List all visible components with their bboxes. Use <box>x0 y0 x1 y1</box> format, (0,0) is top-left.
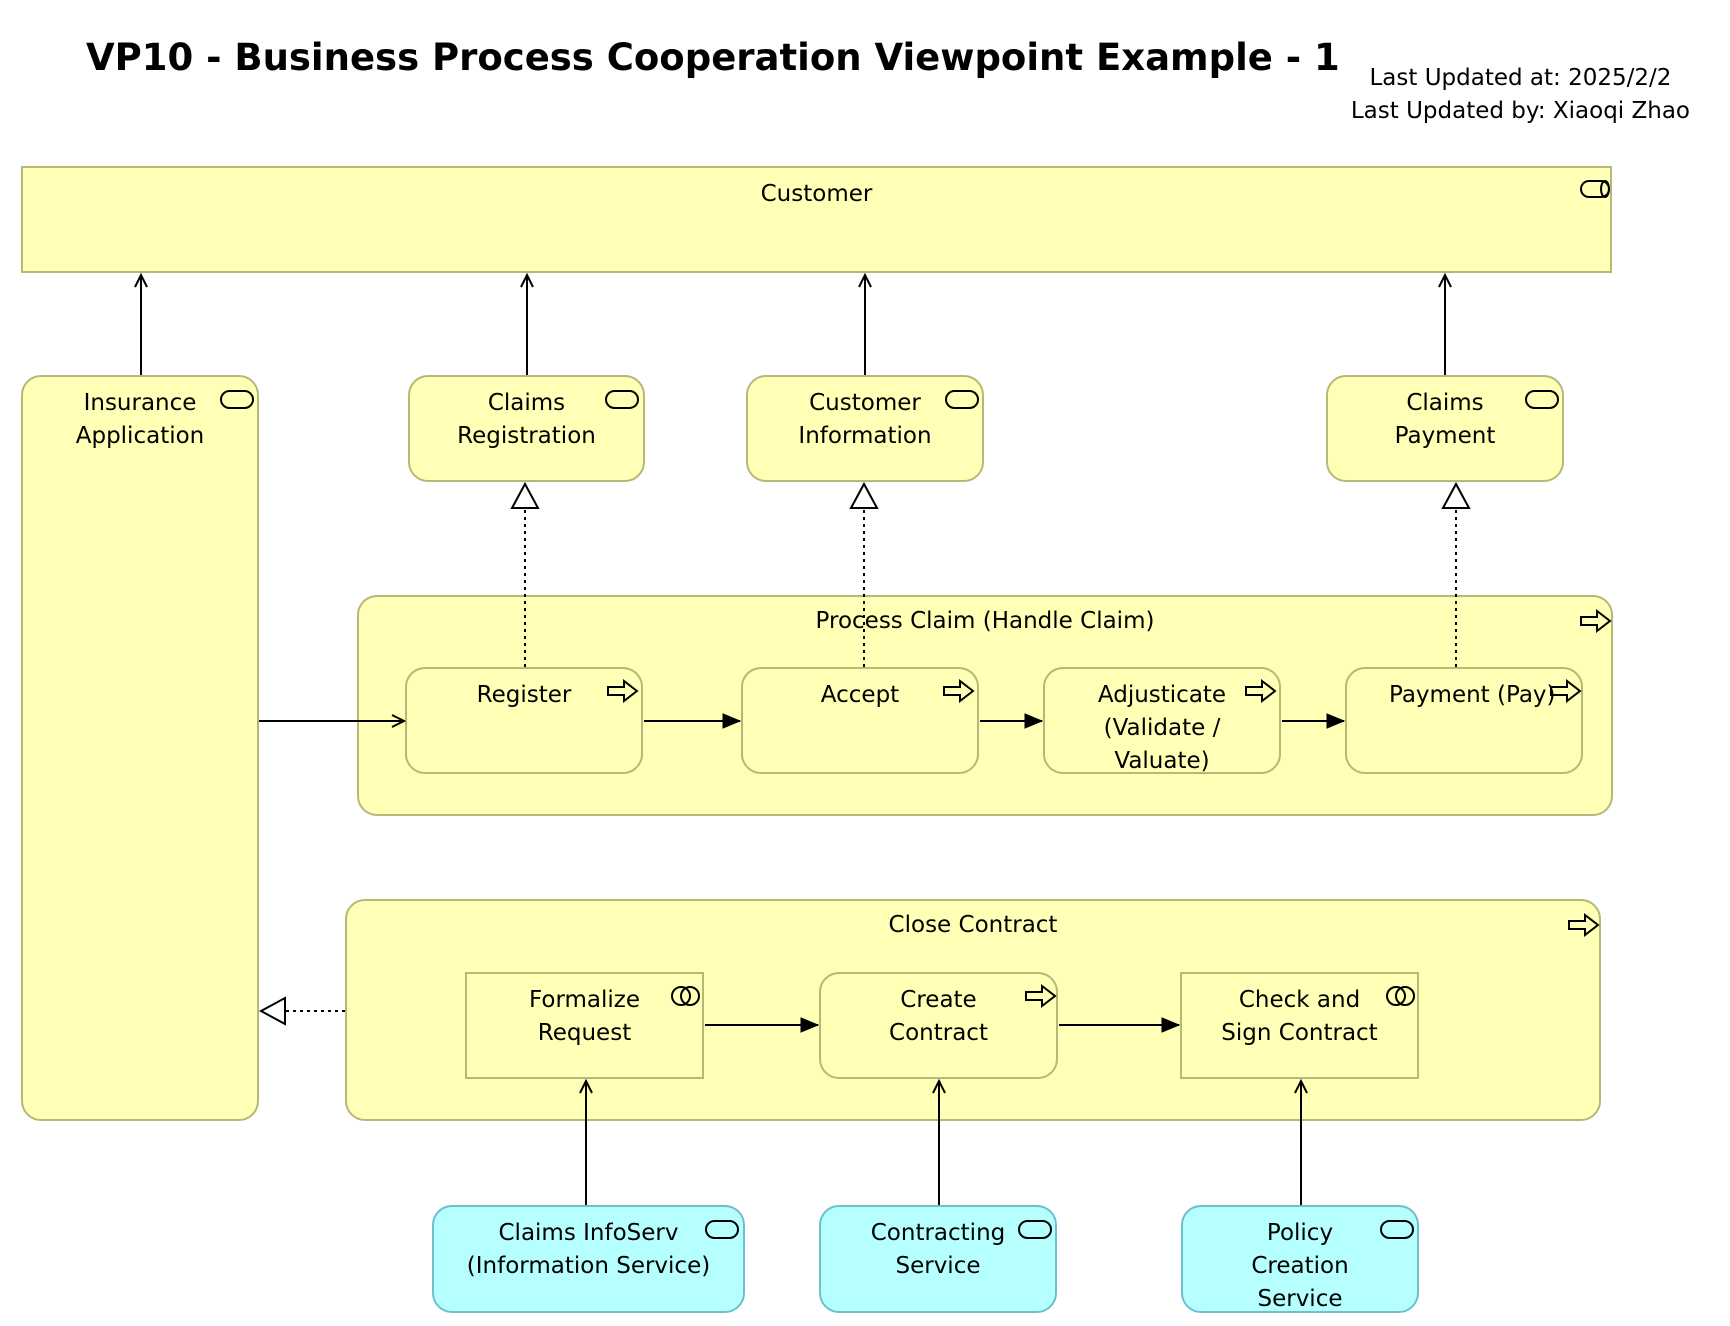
business-process-icon <box>1550 679 1582 703</box>
business-process-icon <box>1025 984 1057 1008</box>
process-claim-label: Process Claim (Handle Claim) <box>815 608 1155 634</box>
claims-payment-service[interactable]: Claims Payment <box>1326 375 1564 482</box>
diagram-title: VP10 - Business Process Cooperation View… <box>86 36 1340 79</box>
check-sign-contract-label: Check and Sign Contract <box>1221 987 1378 1046</box>
formalize-request-label: Formalize Request <box>528 987 641 1046</box>
application-service-icon <box>705 1220 739 1239</box>
contracting-application-service[interactable]: Contracting Service <box>819 1205 1057 1313</box>
create-contract-process[interactable]: Create Contract <box>819 972 1058 1079</box>
close-contract-label: Close Contract <box>888 912 1058 938</box>
claims-payment-label: Claims Payment <box>1394 390 1496 449</box>
register-label: Register <box>476 682 572 708</box>
contracting-label: Contracting Service <box>870 1220 1006 1279</box>
policy-creation-label: Policy Creation Service <box>1251 1220 1349 1312</box>
customer-role[interactable]: Customer <box>21 166 1612 273</box>
claims-registration-service[interactable]: Claims Registration <box>408 375 645 482</box>
business-service-icon <box>945 390 979 409</box>
application-service-icon <box>1018 1220 1052 1239</box>
adjusticate-process[interactable]: Adjusticate (Validate / Valuate) <box>1043 667 1281 774</box>
business-service-icon <box>605 390 639 409</box>
insurance-application-label: Insurance Application <box>75 390 205 449</box>
business-interaction-icon <box>1386 986 1415 1006</box>
update-info: Last Updated at: 2025/2/2 Last Updated b… <box>1351 62 1690 128</box>
insurance-application-service[interactable]: Insurance Application <box>21 375 259 1121</box>
policy-creation-application-service[interactable]: Policy Creation Service <box>1181 1205 1419 1313</box>
business-interaction-icon <box>671 986 700 1006</box>
business-process-icon <box>943 679 975 703</box>
last-updated-by: Last Updated by: Xiaoqi Zhao <box>1350 98 1690 124</box>
application-service-icon <box>1380 1220 1414 1239</box>
claims-infoserv-label: Claims InfoServ (Information Service) <box>466 1220 711 1279</box>
customer-information-service[interactable]: Customer Information <box>746 375 984 482</box>
accept-process[interactable]: Accept <box>741 667 979 774</box>
customer-label: Customer <box>760 181 873 207</box>
check-sign-contract-interaction[interactable]: Check and Sign Contract <box>1180 972 1419 1079</box>
create-contract-label: Create Contract <box>889 987 988 1046</box>
payment-process[interactable]: Payment (Pay) <box>1345 667 1583 774</box>
last-updated-at: Last Updated at: 2025/2/2 <box>1369 65 1672 91</box>
business-process-icon <box>1580 609 1612 633</box>
payment-label: Payment (Pay) <box>1389 682 1556 708</box>
adjusticate-label: Adjusticate (Validate / Valuate) <box>1097 682 1227 774</box>
claims-infoserv-application-service[interactable]: Claims InfoServ (Information Service) <box>432 1205 745 1313</box>
claims-registration-label: Claims Registration <box>457 390 596 449</box>
business-process-icon <box>1568 913 1600 937</box>
formalize-request-interaction[interactable]: Formalize Request <box>465 972 704 1079</box>
business-process-icon <box>607 679 639 703</box>
business-service-icon <box>1525 390 1559 409</box>
business-service-icon <box>220 390 254 409</box>
customer-information-label: Customer Information <box>798 390 932 449</box>
register-process[interactable]: Register <box>405 667 643 774</box>
business-role-icon <box>1580 180 1610 198</box>
business-process-icon <box>1245 679 1277 703</box>
accept-label: Accept <box>820 682 900 708</box>
